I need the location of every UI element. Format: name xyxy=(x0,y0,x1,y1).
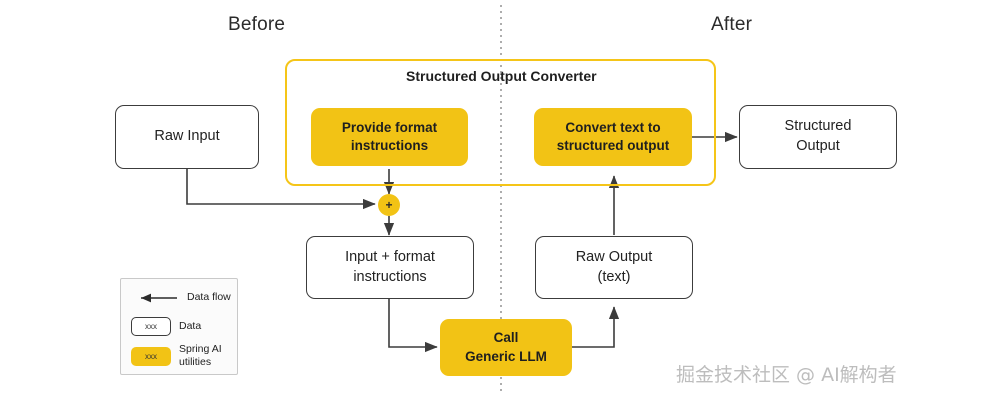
arrow-left-icon xyxy=(131,291,179,305)
yellow-box-sample-text: xxx xyxy=(145,351,157,361)
node-structured-output[interactable]: Structured Output xyxy=(739,105,897,169)
legend-box: Data flow xxx Data xxx Spring AI utiliti… xyxy=(120,278,238,375)
legend-label-spring-ai-line2: utilities xyxy=(179,356,212,369)
node-call-llm-line1: Call xyxy=(493,330,519,346)
node-convert-line1: Convert text to xyxy=(565,119,661,135)
white-box-sample-text: xxx xyxy=(145,322,157,331)
legend-row-data-flow: Data flow xyxy=(131,291,231,305)
legend-label-data-flow: Data flow xyxy=(187,291,231,304)
legend-row-spring-ai-utilities: xxx Spring AI utilities xyxy=(131,343,222,369)
legend-label-spring-ai-line1: Spring AI xyxy=(179,343,222,355)
node-provide-format-line1: Provide format xyxy=(341,119,438,135)
converter-title: Structured Output Converter xyxy=(406,68,597,84)
node-convert-line2: structured output xyxy=(556,138,670,153)
watermark-text: 掘金技术社区 @ AI解构者 xyxy=(676,364,897,386)
node-input-format-line1: Input + format xyxy=(345,248,435,265)
wire-llm-to-raw-output xyxy=(572,306,620,348)
node-raw-output[interactable]: Raw Output (text) xyxy=(535,236,693,299)
node-call-generic-llm[interactable]: Call Generic LLM xyxy=(440,319,572,376)
legend-label-spring-ai-utilities: Spring AI utilities xyxy=(179,343,222,369)
yellow-box-icon: xxx xyxy=(131,346,171,366)
node-raw-output-line1: Raw Output xyxy=(575,248,653,265)
node-structured-output-line2: Output xyxy=(796,138,840,154)
node-raw-output-line2: (text) xyxy=(597,268,631,285)
structured-output-converter-container xyxy=(285,59,716,186)
phase-label-after: After xyxy=(711,14,753,35)
white-box-icon: xxx xyxy=(131,317,171,336)
node-convert-text-to-structured-output[interactable]: Convert text to structured output xyxy=(534,108,692,166)
phase-label-before: Before xyxy=(228,14,286,35)
node-provide-format-line2: instructions xyxy=(350,138,429,153)
node-call-llm-line2: Generic LLM xyxy=(465,348,547,364)
node-raw-input-label: Raw Input xyxy=(154,128,220,145)
legend-row-data: xxx Data xyxy=(131,317,201,336)
plus-icon: + xyxy=(385,198,393,212)
node-provide-format-instructions[interactable]: Provide format instructions xyxy=(311,108,468,166)
node-raw-input[interactable]: Raw Input xyxy=(115,105,259,169)
node-structured-output-line1: Structured xyxy=(784,118,852,135)
node-input-plus-format-instructions[interactable]: Input + format instructions xyxy=(306,236,474,299)
legend-label-data: Data xyxy=(179,319,202,332)
node-input-format-line2: instructions xyxy=(353,268,427,285)
merge-plus-node[interactable]: + xyxy=(378,194,400,216)
wire-input-format-to-llm xyxy=(388,299,438,353)
